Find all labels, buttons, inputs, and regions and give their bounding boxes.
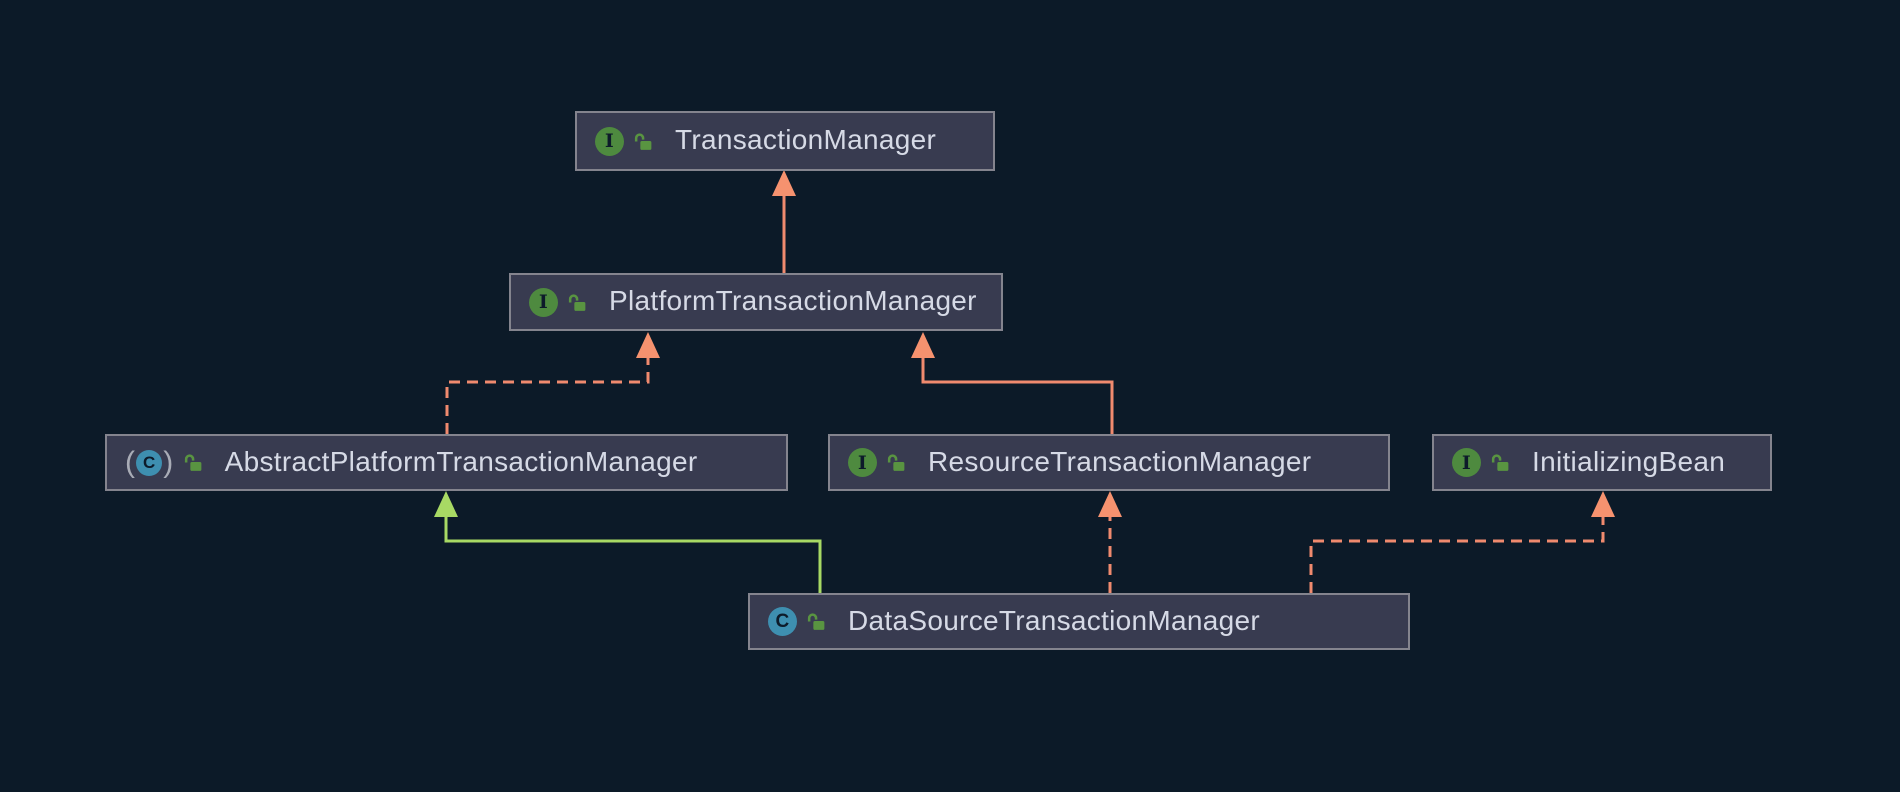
edge-resource-to-platform[interactable]	[911, 332, 1114, 434]
interface-icon: I	[1452, 448, 1481, 477]
edge-datasource-to-abstract[interactable]	[434, 491, 822, 593]
class-name-label: AbstractPlatformTransactionManager	[224, 445, 698, 477]
class-node-platform-transaction-manager[interactable]: I PlatformTransactionManager	[509, 273, 1003, 331]
public-open-lock-icon	[184, 454, 201, 471]
edge-platform-to-transaction[interactable]	[772, 170, 796, 273]
class-name-label: TransactionManager	[675, 124, 937, 155]
class-name-label: DataSourceTransactionManager	[848, 604, 1261, 636]
class-node-datasource-transaction-manager[interactable]: C DataSourceTransactionManager	[748, 593, 1410, 650]
edge-datasource-to-resource[interactable]	[1098, 491, 1122, 593]
interface-icon: I	[848, 448, 877, 477]
edge-datasource-to-initializingbean[interactable]	[1309, 491, 1615, 593]
interface-icon: I	[529, 287, 558, 317]
edge-abstract-to-platform[interactable]	[445, 332, 660, 434]
interface-icon: I	[595, 126, 624, 156]
class-name-label: PlatformTransactionManager	[609, 285, 977, 316]
public-open-lock-icon	[568, 293, 586, 311]
public-open-lock-icon	[807, 613, 825, 630]
class-name-label: ResourceTransactionManager	[928, 445, 1312, 477]
class-node-transaction-manager[interactable]: I TransactionManager	[575, 111, 995, 171]
abstract-class-icon: ( C )	[125, 446, 174, 479]
class-node-resource-transaction-manager[interactable]: I ResourceTransactionManager	[828, 434, 1390, 491]
class-node-abstract-platform-transaction-manager[interactable]: ( C ) AbstractPlatformTransactionManager	[105, 434, 788, 491]
public-open-lock-icon	[634, 132, 652, 150]
class-node-initializing-bean[interactable]: I InitializingBean	[1432, 434, 1772, 491]
public-open-lock-icon	[1491, 454, 1509, 471]
class-name-label: InitializingBean	[1532, 445, 1726, 477]
class-icon: C	[768, 607, 797, 636]
public-open-lock-icon	[887, 454, 905, 471]
